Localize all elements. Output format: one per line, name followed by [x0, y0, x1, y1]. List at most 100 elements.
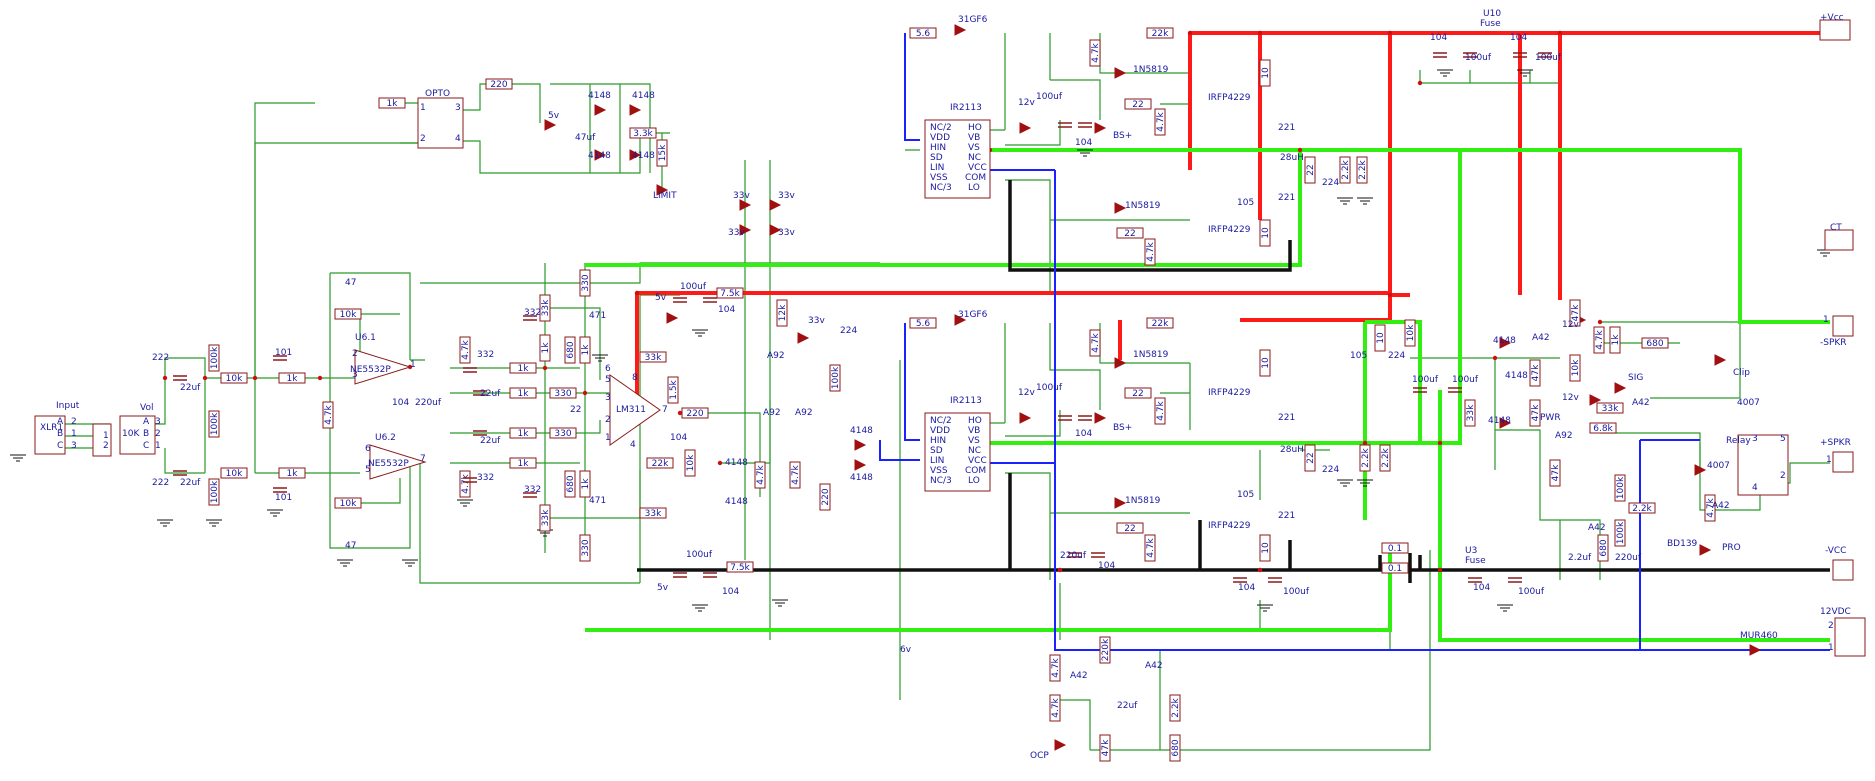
schematic-label: 47	[345, 541, 356, 551]
resistor-label: 330	[554, 389, 571, 399]
resistor-label: 47k	[1531, 364, 1541, 381]
capacitor	[1538, 52, 1552, 58]
schematic-label: 33v	[778, 228, 795, 238]
schematic-label: 100uf	[1535, 53, 1562, 63]
capacitor	[523, 492, 537, 498]
ground-symbol	[692, 329, 708, 337]
schematic-label: 100uf	[1036, 383, 1063, 393]
resistor: 4.7k	[1089, 329, 1101, 357]
schematic-label: LO	[968, 183, 980, 193]
schematic-label: Relay	[1726, 436, 1751, 446]
diode	[1054, 739, 1067, 751]
resistor-label: 33k	[541, 509, 551, 526]
junction-dot	[1557, 30, 1563, 36]
resistor-label: 33k	[541, 299, 551, 316]
schematic-label: 28uH	[1280, 445, 1304, 455]
schematic-label: 220uf	[1615, 553, 1642, 563]
resistor: 10	[1374, 324, 1386, 352]
schematic-label: IRFP4229	[1208, 225, 1251, 235]
schematic-label: 220uf	[1060, 551, 1087, 561]
xlr-connector	[34, 415, 66, 455]
schematic-label: 1	[1826, 455, 1832, 465]
schematic-label: 471	[589, 496, 606, 506]
schematic-label: Fuse	[1465, 556, 1486, 566]
resistor-label: 220	[490, 80, 507, 90]
ground-symbol	[1357, 197, 1373, 205]
opamp-u61	[354, 349, 412, 385]
schematic-label: +Vcc	[1820, 13, 1844, 23]
diode	[739, 224, 752, 236]
ground-symbol	[1817, 249, 1833, 257]
resistor-label: 330	[581, 539, 591, 556]
resistor: 330	[579, 534, 591, 562]
schematic-label: COM	[965, 466, 986, 476]
schematic-label: VS	[968, 436, 980, 446]
schematic-label: NC/3	[930, 183, 952, 193]
resistor: 1k	[509, 362, 537, 374]
schematic-label: OPTO	[425, 89, 450, 99]
resistor-label: 100k	[210, 412, 220, 435]
schematic-label: 6v	[900, 645, 912, 655]
schematic-label: 3	[155, 417, 161, 427]
junction-dot	[1417, 80, 1423, 86]
resistor: 33k	[539, 294, 551, 322]
schematic-label: 22uf	[480, 436, 501, 446]
capacitor	[703, 297, 717, 303]
schematic-label: 332	[524, 308, 541, 318]
ground-symbol	[1437, 69, 1453, 77]
schematic-label: 4148	[1488, 416, 1511, 426]
schematic-label: 471	[589, 311, 606, 321]
resistor-label: 1k	[518, 389, 530, 399]
resistor-label: 33k	[645, 353, 662, 363]
diode	[1114, 357, 1127, 369]
diode	[1114, 67, 1127, 79]
resistor-label: 10k	[226, 374, 243, 384]
diode	[954, 24, 967, 36]
schematic-label: C	[57, 441, 63, 451]
resistor-label: 220	[686, 409, 703, 419]
schematic-label: -VCC	[1825, 546, 1846, 556]
resistor: 1k	[1609, 326, 1621, 354]
resistor-label: 22	[1306, 452, 1316, 463]
schematic-label: 5v	[655, 293, 667, 303]
schematic-label: 100uf	[1465, 53, 1492, 63]
resistor-label: 10k	[340, 499, 357, 509]
ground-symbol	[1357, 479, 1373, 487]
resistor-label: 1k	[541, 342, 551, 354]
opto-coupler	[417, 97, 464, 149]
schematic-label: A92	[1555, 431, 1573, 441]
schematic-label: 100uf	[680, 282, 707, 292]
schematic-label: VB	[968, 426, 980, 436]
resistor-label: 1k	[581, 478, 591, 490]
schematic-label: 221	[1278, 123, 1295, 133]
schematic-label: VDD	[930, 426, 950, 436]
schematic-label: 5v	[548, 111, 560, 121]
capacitor	[1433, 52, 1447, 58]
capacitor	[1468, 577, 1482, 583]
spkr-plus-connector	[1832, 451, 1854, 473]
schematic-label: 104	[1510, 33, 1527, 43]
resistor: 680	[564, 470, 576, 498]
schematic-label: 22uf	[180, 383, 201, 393]
resistor-label: 10k	[686, 454, 696, 471]
schematic-label: VCC	[968, 163, 987, 173]
schematic-label: 104	[1473, 583, 1490, 593]
schematic-label: 1	[155, 441, 161, 451]
resistor-label: 10k	[1406, 324, 1416, 341]
resistor: 330	[549, 387, 577, 399]
schematic-label: NE5532P	[350, 365, 391, 375]
schematic-label: 12v	[1562, 393, 1579, 403]
schematic-label: 3	[455, 103, 461, 113]
schematic-label: 104	[1075, 138, 1092, 148]
schematic-label: 22uf	[480, 389, 501, 399]
schematic-label: 4148	[850, 426, 873, 436]
schematic-label: 12v	[1562, 320, 1579, 330]
comparator-lm311	[609, 374, 661, 446]
resistor: 10k	[220, 467, 248, 479]
diode	[1114, 497, 1127, 509]
schematic-label: IRFP4229	[1208, 93, 1251, 103]
schematic-label: HO	[968, 416, 982, 426]
resistor-label: 33k	[1602, 404, 1619, 414]
junction-dot	[1597, 319, 1603, 325]
resistor: 4.7k	[754, 461, 766, 489]
